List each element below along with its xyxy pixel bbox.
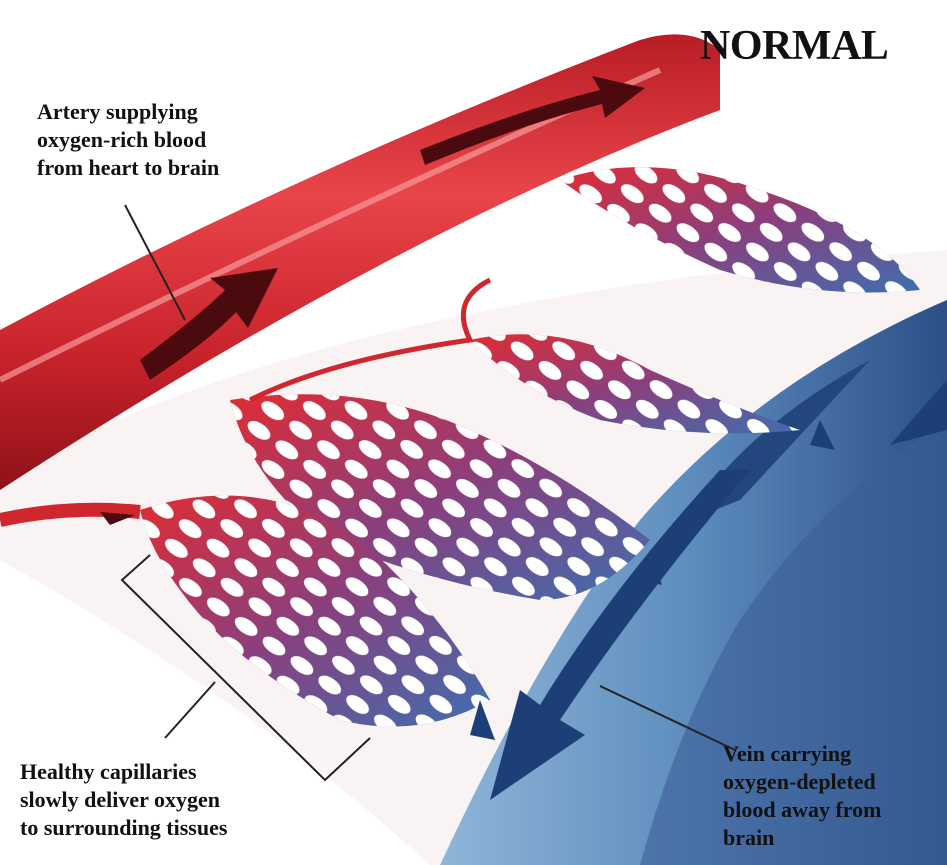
vein-arrow-icon (890, 380, 947, 445)
artery (0, 34, 720, 490)
capillary-bed (0, 167, 920, 740)
diagram-title: NORMAL (700, 23, 889, 69)
vein-shadow (640, 420, 947, 865)
label-line: oxygen-depleted (723, 769, 876, 794)
label-line: Vein carrying (723, 741, 852, 766)
label-line: to surrounding tissues (20, 815, 228, 840)
label-line: Artery supplying (37, 99, 198, 124)
vein-label: Vein carrying oxygen-depleted blood away… (723, 740, 882, 852)
artery-arrow-icon (140, 268, 278, 380)
label-line: brain (723, 825, 775, 850)
artery-arrow-icon (420, 76, 645, 165)
label-line: slowly deliver oxygen (20, 787, 221, 812)
leader-lines (120, 204, 736, 782)
label-line: Healthy capillaries (20, 759, 197, 784)
label-line: from heart to brain (37, 155, 220, 180)
label-line: blood away from (723, 797, 882, 822)
vein-arrow-icon (490, 470, 750, 800)
label-line: oxygen-rich blood (37, 127, 207, 152)
artery-label: Artery supplying oxygen-rich blood from … (37, 98, 219, 182)
capillaries-label: Healthy capillaries slowly deliver oxyge… (20, 758, 227, 842)
